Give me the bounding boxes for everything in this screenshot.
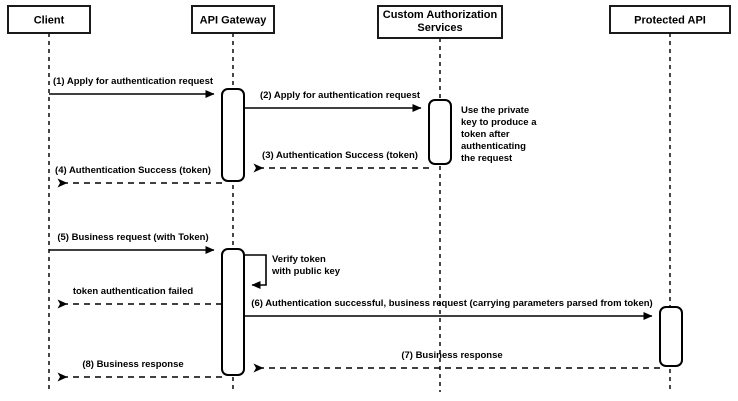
participant-label-client: Client [34, 14, 65, 26]
message-5-label: (5) Business request (with Token) [57, 232, 208, 243]
note-private-key-line-5: the request [461, 153, 513, 164]
message-4[interactable]: (4) Authentication Success (token) [55, 165, 222, 188]
note-private-key-line-3: token after [461, 129, 510, 140]
participant-client[interactable]: Client [7, 5, 91, 34]
message-1[interactable]: (1) Apply for authentication request [49, 76, 215, 98]
message-3-label: (3) Authentication Success (token) [262, 150, 418, 161]
message-2-label: (2) Apply for authentication request [260, 90, 421, 101]
message-4-label: (4) Authentication Success (token) [55, 165, 211, 176]
message-token-authentication-failed-label: token authentication failed [73, 286, 194, 297]
activation-custom-auth [428, 99, 452, 165]
note-private-key-line-2: key to produce a [461, 117, 537, 128]
participant-label-custom-auth-line2: Services [417, 22, 462, 34]
participant-protected-api[interactable]: Protected API [609, 5, 731, 34]
activation-protected-api [659, 306, 683, 367]
message-7-label: (7) Business response [401, 350, 502, 361]
activation-api-gateway-auth [221, 88, 245, 182]
participant-api-gateway[interactable]: API Gateway [191, 5, 275, 34]
message-token-authentication-failed[interactable]: token authentication failed [57, 286, 222, 309]
participant-label-custom-auth-line1: Custom Authorization [383, 9, 498, 21]
self-message-verify-token[interactable]: Verify token with public key [244, 254, 341, 289]
self-message-verify-token-label-line1: Verify token [272, 254, 326, 265]
message-3[interactable]: (3) Authentication Success (token) [253, 150, 429, 173]
self-message-verify-token-label-line2: with public key [271, 266, 341, 277]
note-private-key-line-4: authenticating [461, 141, 526, 152]
participant-label-protected-api: Protected API [634, 14, 706, 26]
participant-label-api-gateway: API Gateway [200, 14, 268, 26]
message-6-label: (6) Authentication successful, business … [251, 298, 652, 309]
participant-box-protected-api[interactable] [609, 5, 731, 34]
message-8[interactable]: (8) Business response [57, 359, 222, 382]
message-1-label: (1) Apply for authentication request [53, 76, 214, 87]
message-5[interactable]: (5) Business request (with Token) [49, 232, 215, 254]
message-8-label: (8) Business response [82, 359, 183, 370]
message-2[interactable]: (2) Apply for authentication request [244, 90, 422, 112]
participant-custom-auth[interactable]: Custom Authorization Services [377, 5, 503, 39]
self-message-verify-token-arrow [244, 254, 267, 289]
message-7[interactable]: (7) Business response [253, 350, 660, 373]
note-private-key-line-1: Use the private [461, 105, 529, 116]
note-private-key: Use the private key to produce a token a… [461, 105, 537, 164]
message-6[interactable]: (6) Authentication successful, business … [244, 298, 653, 320]
activation-api-gateway-business [221, 248, 245, 376]
